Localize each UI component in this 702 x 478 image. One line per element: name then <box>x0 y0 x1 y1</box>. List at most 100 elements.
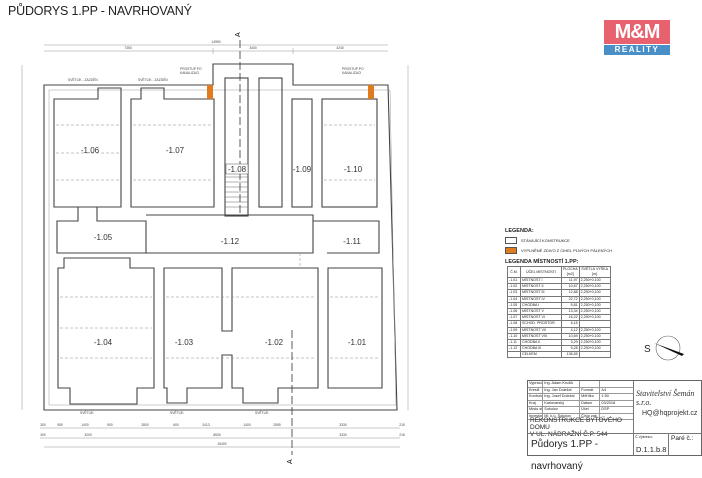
title-block-cell: Měřítko <box>580 394 601 400</box>
logo-mm: M&M <box>604 20 670 44</box>
inner-outline <box>48 89 397 406</box>
room-outline-1.09 <box>291 98 313 208</box>
note-sewer: PROSTUP PO <box>180 67 202 71</box>
title-block-cell: Vypracoval <box>529 381 544 387</box>
total-value: 136,55 <box>561 351 580 359</box>
title-block-cell: 03/2018 <box>601 400 616 405</box>
legend-label: VYPLNĚNÉ ZDIVO Z CIHEL PLNÝCH PÁLENÝCH <box>521 248 612 253</box>
room-label: -1.03 <box>175 338 194 347</box>
dimension-lines <box>21 44 409 448</box>
room-label: -1.07 <box>166 146 185 155</box>
shaft-outline <box>258 77 283 208</box>
col-header: ÚČEL MÍSTNOSTI <box>520 266 562 278</box>
title-block-cell: Ing. Josef Doležal <box>543 394 581 400</box>
page-title: PŮDORYS 1.PP - NAVRHOVANÝ <box>8 4 192 18</box>
dimension-label: 950 <box>57 423 63 427</box>
title-block-cell: DSP <box>601 407 610 411</box>
title-block-cell: Kontroloval <box>529 394 544 400</box>
dimension-label: 15400 <box>217 442 226 446</box>
drawing-no: D.1.1.b.8 <box>636 445 667 454</box>
dimension-label: 8530 <box>213 433 221 437</box>
dimension-label: 215 <box>399 423 405 427</box>
dimension-label: 2413 <box>202 423 210 427</box>
legend-swatch-brick <box>505 247 517 254</box>
corridor-outline-1.05 <box>56 206 147 254</box>
project-line-2: V UL. NÁDRAŽNÍ Č.P. 544 <box>530 431 608 438</box>
legend-item: VYPLNĚNÉ ZDIVO Z CIHEL PLNÝCH PÁLENÝCH <box>505 247 615 254</box>
title-block-cell: Kraj <box>528 400 544 406</box>
company-email: HQ@hqprojekt.cz <box>642 410 698 417</box>
stair-treads <box>225 171 248 208</box>
section-mark-bottom: A <box>287 459 294 464</box>
drawing-no-label: Č.Výkresu: <box>635 435 653 439</box>
total-label: CELKEM <box>520 351 562 359</box>
note-skylight: SVĚTLÍK <box>80 410 94 415</box>
note-sewer: KANALIZACI <box>342 71 361 75</box>
title-block-cell: Kreslil <box>528 387 544 393</box>
legend-label: STÁVAJÍCÍ KONSTRUKCE <box>521 238 570 243</box>
title-block-row: Místo stavbySokolovÚčelDSP <box>528 407 633 414</box>
title-block-cell: Ing. Adam Kružík <box>543 381 581 387</box>
mm-reality-logo: M&M REALITY <box>604 20 670 55</box>
dimension-label: 300 <box>40 433 46 437</box>
dimension-label: 2800 <box>141 423 149 427</box>
dimension-label: 4240 <box>336 46 344 50</box>
project-line-1: REKONSTRUKCE BYTOVÉHO DOMU <box>530 417 622 431</box>
note-skylight-bricked: SVĚTLÍK - ZAZDĚN <box>138 77 168 82</box>
title-block-cell: Investor <box>529 413 544 419</box>
note-sewer: KANALIZACI <box>180 71 199 75</box>
legend-item: STÁVAJÍCÍ KONSTRUKCE <box>505 237 615 244</box>
dimension-label: 14990 <box>211 40 220 44</box>
logo-reality: REALITY <box>604 45 670 55</box>
room-legend-heading: LEGENDA MÍSTNOSTÍ 1.PP: <box>505 259 579 265</box>
dimension-label: 600 <box>173 423 179 427</box>
room-outline-1.04 <box>57 257 155 405</box>
room-label: -1.10 <box>344 165 363 174</box>
vault-lines <box>56 124 380 359</box>
note-skylight: SVĚTLÍK <box>255 410 269 415</box>
brick-infill <box>368 85 374 99</box>
room-label: -1.12 <box>221 237 240 246</box>
title-block-cell: Formát <box>580 387 601 393</box>
room-outline-1.01 <box>327 267 383 389</box>
title-block-cell: Číslo zak. <box>580 413 601 419</box>
stair-outline <box>224 77 249 217</box>
room-label: -1.04 <box>94 338 113 347</box>
dimension-label: 7350 <box>124 46 132 50</box>
floor-plan: A A -1.06 -1.07 -1.08 -1.09 -1.10 -1.05 … <box>21 32 684 464</box>
dimension-label: 3200 <box>84 433 92 437</box>
corridor-outline-1.11 <box>313 220 380 254</box>
title-block-row: VypracovalIng. Adam Kružík <box>528 381 633 388</box>
room-label: -1.11 <box>343 237 361 246</box>
room-legend-table: Č.M. ÚČEL MÍSTNOSTI PLOCHA [m2] SVĚTLÁ V… <box>507 266 611 359</box>
north-compass-icon: S <box>644 335 684 361</box>
brick-infill <box>207 85 213 99</box>
room-outline-1.03 <box>163 267 319 404</box>
room-label: -1.05 <box>94 233 113 242</box>
dimension-label: 1400 <box>243 423 251 427</box>
pare-label: Paré č.: <box>671 435 694 442</box>
dimension-label: 2555 <box>273 423 281 427</box>
room-label: -1.02 <box>265 338 284 347</box>
title-block-cell: Sokolov <box>543 407 581 413</box>
section-mark-top: A <box>235 32 242 37</box>
note-skylight-bricked: SVĚTLÍK - ZAZDĚN <box>68 77 98 82</box>
room-label: -1.08 <box>228 165 247 174</box>
room-outline-1.06 <box>53 87 122 208</box>
room-label: -1.06 <box>81 146 100 155</box>
title-block-cell <box>600 381 633 387</box>
legend-heading: LEGENDA: <box>505 228 534 234</box>
dimension-label: 1400 <box>81 423 89 427</box>
dimension-label: 215 <box>399 433 405 437</box>
room-label: -1.01 <box>348 338 367 347</box>
dimension-label: 3330 <box>339 423 347 427</box>
col-header: PLOCHA [m2] <box>561 266 580 278</box>
dimension-label: 3330 <box>339 433 347 437</box>
corridor-outline-1.12 <box>146 214 314 254</box>
